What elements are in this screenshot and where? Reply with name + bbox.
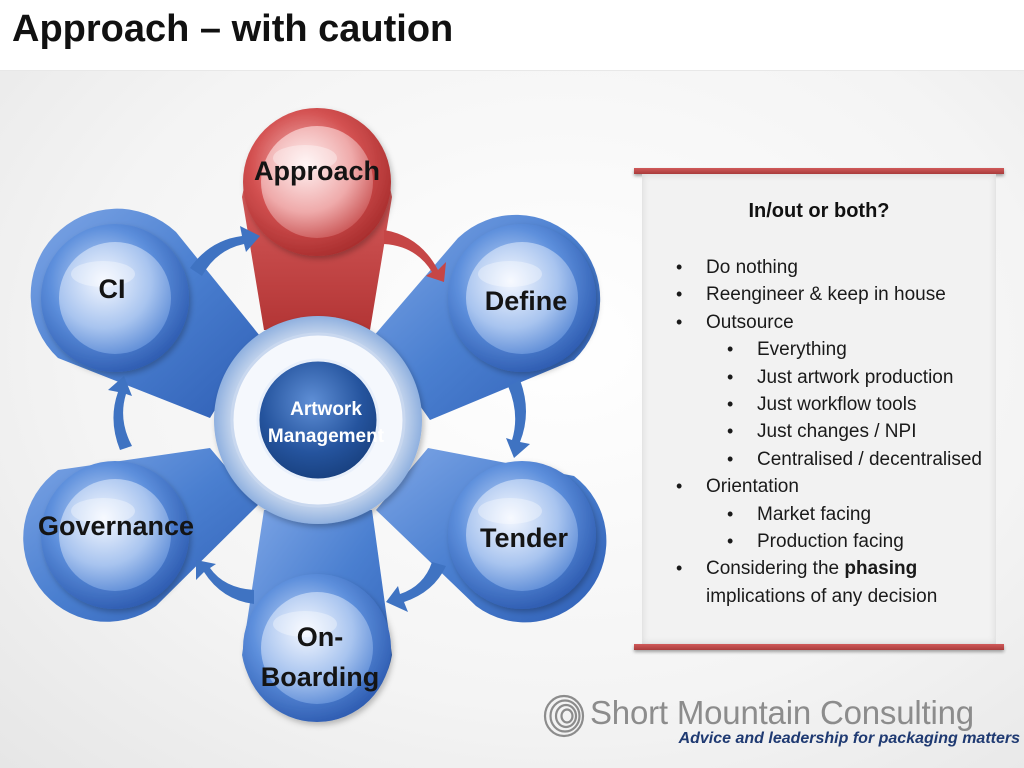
- list-item-text: Just artwork production: [757, 366, 954, 388]
- slide-title: Approach – with caution: [12, 8, 454, 50]
- node-label-onboarding-line2: Boarding: [261, 662, 380, 692]
- list-item-text: Orientation: [706, 476, 799, 498]
- node-governance[interactable]: Governance: [38, 461, 194, 609]
- list-item: • Everything: [668, 336, 988, 363]
- list-item-text-before: Considering the: [706, 558, 845, 580]
- arrow-tender-to-onboarding: [386, 562, 446, 612]
- panel-bottom-bar: [634, 644, 1004, 650]
- bullet-icon: •: [676, 558, 683, 579]
- list-item: • Outsource: [668, 309, 988, 336]
- bullet-icon: •: [727, 339, 734, 360]
- list-item-text: Just workflow tools: [757, 394, 917, 416]
- list-item: • Just artwork production: [668, 364, 988, 391]
- bullet-icon: •: [676, 284, 683, 305]
- node-onboarding[interactable]: On- Boarding: [243, 574, 391, 722]
- list-item: • Do nothing: [668, 254, 988, 281]
- list-item-text-bold: phasing: [844, 558, 918, 580]
- list-item: • Centralised / decentralised: [668, 446, 988, 473]
- list-item: • Just workflow tools: [668, 391, 988, 418]
- list-item-text: Market facing: [757, 503, 872, 525]
- node-label-tender: Tender: [480, 523, 569, 553]
- node-ci[interactable]: CI: [41, 224, 189, 372]
- list-item-text: Outsource: [706, 311, 794, 333]
- list-item: • Market facing: [668, 501, 988, 528]
- bullet-icon: •: [727, 531, 734, 552]
- arrow-define-to-tender: [506, 380, 530, 458]
- company-name: Short Mountain Consulting: [590, 694, 974, 731]
- bullet-icon: •: [727, 394, 734, 415]
- arrow-ci-to-approach: [190, 226, 260, 276]
- node-define[interactable]: Define: [448, 224, 596, 372]
- spiral-icon: [543, 694, 585, 738]
- company-tagline: Advice and leadership for packaging matt…: [678, 730, 1020, 747]
- list-item-text: Centralised / decentralised: [757, 448, 982, 470]
- list-item: • Considering the phasing implications of…: [668, 555, 988, 610]
- list-item-text: Do nothing: [706, 257, 798, 278]
- arrow-onboarding-to-governance: [196, 560, 254, 604]
- list-item-text: Reengineer & keep in house: [706, 284, 946, 306]
- node-tender[interactable]: Tender: [448, 461, 596, 609]
- node-label-onboarding-line1: On-: [297, 622, 344, 652]
- panel-top-bar: [634, 168, 1004, 174]
- list-item: • Just changes / NPI: [668, 418, 988, 445]
- bullet-icon: •: [676, 257, 683, 277]
- hub-label-line2: Management: [268, 426, 385, 447]
- list-item-text: Considering the phasing implications of …: [706, 558, 937, 606]
- bullet-icon: •: [727, 503, 734, 524]
- panel-body: In/out or both? • Do nothing • Reengineer …: [642, 174, 996, 644]
- bullet-icon: •: [727, 448, 734, 469]
- bullet-icon: •: [727, 421, 734, 442]
- bullet-icon: •: [676, 311, 683, 332]
- hub-label-line1: Artwork: [290, 399, 362, 420]
- list-item: • Reengineer & keep in house: [668, 281, 988, 308]
- list-item-text-after: implications of any decision: [706, 585, 938, 607]
- node-label-ci: CI: [99, 274, 126, 304]
- option-list: •Do nothing •Reengineer & keep in house …: [668, 254, 988, 610]
- list-item: • Production facing: [668, 528, 988, 555]
- node-label-approach: Approach: [254, 156, 380, 186]
- cycle-arrows: [108, 226, 530, 612]
- node-approach[interactable]: Approach: [243, 108, 391, 256]
- list-item-text: Just changes / NPI: [757, 421, 917, 443]
- options-panel: In/out or both? • Do nothing • Reengineer …: [634, 168, 1004, 654]
- node-label-governance: Governance: [38, 511, 194, 541]
- list-item: • Orientation: [668, 473, 988, 500]
- node-label-define: Define: [485, 286, 568, 316]
- panel-heading: In/out or both?: [748, 200, 890, 222]
- company-logo: Short Mountain Consulting Advice and lea…: [540, 690, 1024, 752]
- arrow-approach-to-define: [384, 230, 446, 282]
- arrow-governance-to-ci: [108, 376, 132, 450]
- title-bar: Approach – with caution: [0, 0, 1024, 71]
- list-item-text: Everything: [757, 339, 847, 361]
- bullet-icon: •: [727, 366, 734, 387]
- list-item-text: Production facing: [757, 531, 904, 553]
- bullet-icon: •: [676, 476, 683, 497]
- hub: Artwork Management: [214, 316, 422, 524]
